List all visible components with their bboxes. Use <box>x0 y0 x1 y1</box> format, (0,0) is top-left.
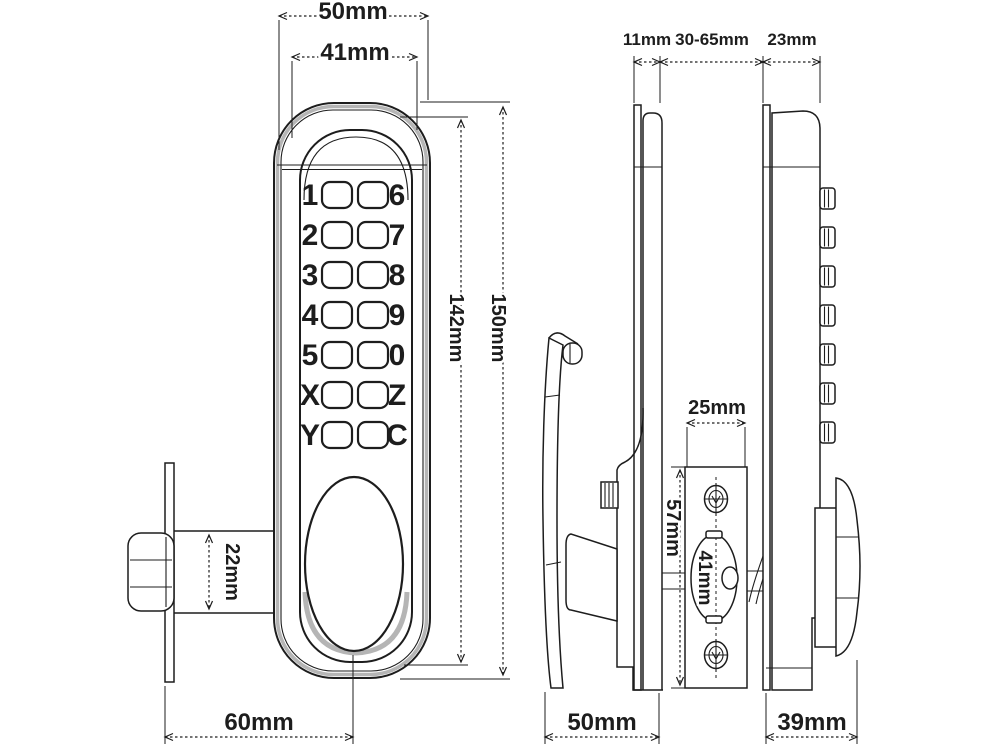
dim-label-width-inner: 41mm <box>320 39 389 66</box>
holdback-knurling <box>604 483 614 507</box>
button-2[interactable] <box>320 220 354 250</box>
button-7[interactable] <box>356 220 390 250</box>
knob-dome[interactable] <box>835 477 861 657</box>
button-y[interactable] <box>320 420 354 450</box>
side-buttons <box>819 187 836 444</box>
key-label-9: 9 <box>389 299 406 332</box>
key-label-3: 3 <box>302 259 319 292</box>
side-view <box>542 104 861 691</box>
key-label-4: 4 <box>302 299 319 332</box>
keypad-buttons <box>320 180 390 450</box>
ext-25mm <box>686 427 746 467</box>
keypad-panel <box>299 129 413 663</box>
button-6[interactable] <box>356 180 390 210</box>
dim-label-inside-depth: 11mm <box>623 30 671 49</box>
dim-label-cutout: 41mm <box>694 551 715 606</box>
dim-label-height-inner: 142mm <box>445 294 467 363</box>
panel-bottom-shading <box>302 591 410 656</box>
ext-142mm <box>400 116 468 666</box>
dim-label-outside-depth: 23mm <box>767 30 816 49</box>
spindle-hole <box>721 566 739 590</box>
key-label-c: C <box>386 419 408 452</box>
key-label-5: 5 <box>302 339 319 372</box>
button-4[interactable] <box>320 300 354 330</box>
keypad-labels: 1 2 3 4 5 X Y 6 7 8 9 0 Z C <box>300 179 408 452</box>
button-z[interactable] <box>356 380 390 410</box>
key-label-7: 7 <box>389 219 406 252</box>
body-edge-shading <box>275 104 429 677</box>
dim-label-plate-width: 25mm <box>688 397 746 419</box>
key-label-1: 1 <box>302 179 319 212</box>
key-label-6: 6 <box>389 179 406 212</box>
side-dimensions: 11mm 30-65mm 23mm 25mm 57mm 41mm 50mm 39… <box>543 30 859 744</box>
key-label-z: Z <box>388 379 406 412</box>
button-9[interactable] <box>356 300 390 330</box>
dim-label-width-outer: 50mm <box>318 0 387 25</box>
button-5[interactable] <box>320 340 354 370</box>
ext-top-chain <box>633 56 821 103</box>
screw-hole-bottom <box>703 639 729 672</box>
latch-blade-ticks <box>544 394 562 566</box>
spindle-right-section <box>747 570 764 592</box>
outside-backplate <box>762 104 771 691</box>
inside-backplate <box>633 104 642 691</box>
lever-handle[interactable] <box>565 533 618 622</box>
key-label-y: Y <box>300 419 320 452</box>
outside-housing <box>771 110 821 691</box>
ext-150mm <box>400 101 510 680</box>
spindle-shaft <box>174 530 276 614</box>
cutout-tab-bottom <box>705 615 723 624</box>
ext-57mm <box>671 466 687 689</box>
button-8[interactable] <box>356 260 390 290</box>
cutout-tab-top <box>705 530 723 539</box>
dim-label-inside-total: 50mm <box>567 709 636 736</box>
button-1[interactable] <box>320 180 354 210</box>
dim-label-height-outer: 150mm <box>487 294 509 363</box>
screw-hole-top <box>703 483 729 516</box>
button-3[interactable] <box>320 260 354 290</box>
body-inner-outline <box>280 109 424 672</box>
dim-label-backset: 60mm <box>224 709 293 736</box>
latch-hook-pin <box>562 342 583 365</box>
panel-inner-top-arc <box>303 136 409 201</box>
inside-housing-boss <box>616 407 663 691</box>
dim-label-plate-height: 57mm <box>662 499 684 557</box>
thumb-pad-oval <box>303 475 405 653</box>
inside-housing <box>642 112 663 690</box>
key-label-2: 2 <box>302 219 319 252</box>
front-view: 1 2 3 4 5 X Y 6 7 8 9 0 Z C <box>127 102 431 683</box>
key-label-0: 0 <box>389 339 406 372</box>
button-x[interactable] <box>320 380 354 410</box>
button-0[interactable] <box>356 340 390 370</box>
latch-hook <box>548 332 579 345</box>
key-label-x: X <box>300 379 320 412</box>
hex-facet-lines <box>130 537 172 607</box>
key-label-8: 8 <box>389 259 406 292</box>
button-c[interactable] <box>356 420 390 450</box>
knob-dome-lines <box>836 536 858 599</box>
ext-41mm <box>291 61 418 138</box>
spindle-left-section <box>662 572 686 590</box>
ext-50mm <box>278 20 429 150</box>
dim-label-spindle: 22mm <box>221 543 243 601</box>
dim-label-door-thickness: 30-65mm <box>675 30 749 49</box>
knob-collar <box>814 507 838 648</box>
dim-label-outside-total: 39mm <box>777 709 846 736</box>
outside-housing-seams <box>763 166 820 669</box>
latch-blade <box>542 336 564 689</box>
spindle-hex-head <box>127 532 175 612</box>
front-dimensions: 50mm 41mm 142mm 150mm 22mm 60mm <box>163 0 512 744</box>
